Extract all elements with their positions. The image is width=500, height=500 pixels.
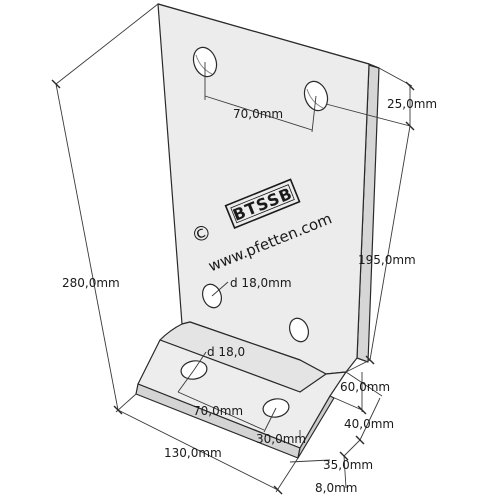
dim-60-label: 60,0mm <box>340 380 390 394</box>
dim-lower-spacing-label: 70,0mm <box>193 404 243 418</box>
dimension-labels: 280,0mm 130,0mm 70,0mm 25,0mm 195,0mm d … <box>62 97 437 495</box>
vertical-plate-face <box>157 3 370 375</box>
dim-vertical-span-label: 195,0mm <box>358 253 416 267</box>
dim-height-label: 280,0mm <box>62 276 120 290</box>
brand-logo-box <box>224 178 301 229</box>
dim-35-label: 35,0mm <box>323 458 373 472</box>
dimension-ticks <box>51 79 415 495</box>
dim-thickness-label: 8,0mm <box>315 481 357 495</box>
dim-width-label: 130,0mm <box>164 446 222 460</box>
dim-40-label: 40,0mm <box>344 417 394 431</box>
hole-middle-right <box>288 317 310 343</box>
dim-hole-diameter-lower-label: d 18,0 <box>207 345 245 359</box>
dim-upper-spacing-label: 70,0mm <box>233 107 283 121</box>
dimension-lines <box>55 3 413 493</box>
dim-hole-diameter-upper-label: d 18,0mm <box>230 276 292 290</box>
dim-lower-edge-label: 30,0mm <box>256 432 306 446</box>
dim-upper-edge-label: 25,0mm <box>387 97 437 111</box>
